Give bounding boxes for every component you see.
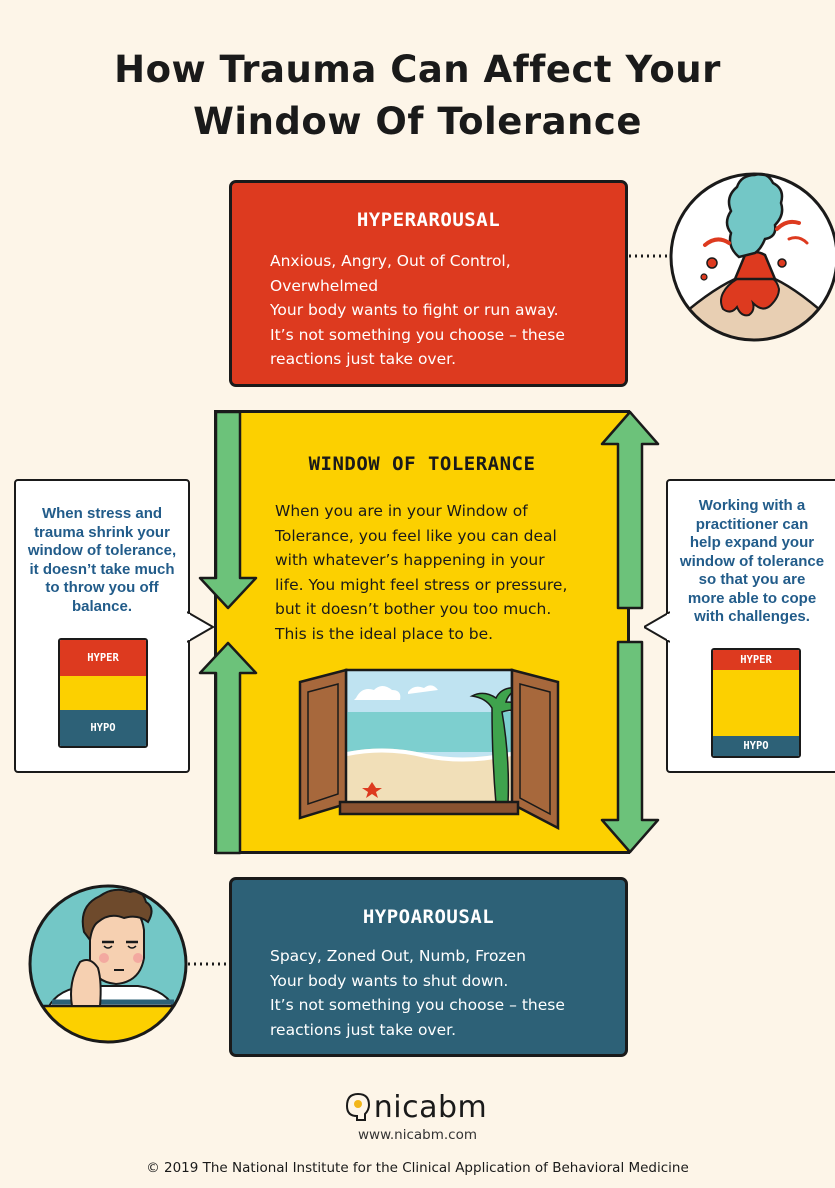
right-bar-window-segment bbox=[713, 670, 799, 736]
left-bar-hyper-label: HYPER bbox=[60, 640, 146, 676]
hypoarousal-panel: HYPOAROUSAL Spacy, Zoned Out, Numb, Froz… bbox=[229, 877, 628, 1057]
hyperarousal-heading: HYPERAROUSAL bbox=[356, 209, 501, 231]
hyperarousal-line: It’s not something you choose – these bbox=[270, 325, 565, 344]
left-bar-hypo-label: HYPO bbox=[60, 710, 146, 746]
window-of-tolerance-panel: WINDOW OF TOLERANCE When you are in your… bbox=[214, 410, 630, 854]
window-of-tolerance-heading: WINDOW OF TOLERANCE bbox=[308, 453, 536, 475]
left-callout-line: window of tolerance, bbox=[27, 542, 177, 559]
right-callout-line: window of tolerance bbox=[679, 552, 825, 570]
hypoarousal-line: It’s not something you choose – these bbox=[270, 996, 565, 1014]
left-callout-text: When stress and trauma shrink your windo… bbox=[16, 505, 188, 616]
window-line: life. You might feel stress or pressure, bbox=[275, 575, 568, 594]
hypoarousal-line: Your body wants to shut down. bbox=[270, 971, 509, 990]
right-arrows bbox=[600, 410, 660, 854]
hyperarousal-line: reactions just take over. bbox=[270, 350, 457, 368]
right-callout-line: with challenges. bbox=[694, 608, 810, 625]
volcano-icon bbox=[629, 172, 835, 342]
hypoarousal-line: reactions just take over. bbox=[270, 1020, 457, 1039]
window-line: with whatever’s happening in your bbox=[275, 551, 545, 569]
hypoarousal-description: Spacy, Zoned Out, Numb, Frozen Your body… bbox=[270, 944, 565, 1042]
arrow-down-icon bbox=[198, 410, 258, 610]
left-bar-window-segment bbox=[60, 676, 146, 710]
hypoarousal-heading: HYPOAROUSAL bbox=[362, 906, 495, 928]
title-line-2: Window Of Tolerance bbox=[193, 100, 642, 143]
left-callout: When stress and trauma shrink your windo… bbox=[14, 479, 190, 773]
arrow-down-icon bbox=[600, 640, 660, 854]
right-callout-line: more able to cope bbox=[687, 589, 817, 607]
copyright-notice: © 2019 The National Institute for the Cl… bbox=[146, 1160, 689, 1176]
left-callout-line: to throw you off bbox=[45, 579, 159, 596]
website-url: www.nicabm.com bbox=[357, 1127, 478, 1143]
left-tolerance-bar: HYPER HYPO bbox=[58, 638, 148, 748]
right-bar-hyper-label: HYPER bbox=[713, 650, 799, 670]
left-arrows bbox=[198, 410, 258, 855]
window-line: but it doesn’t bother you too much. bbox=[275, 600, 552, 618]
hyperarousal-panel: HYPERAROUSAL Anxious, Angry, Out of Cont… bbox=[229, 180, 628, 387]
right-callout-line: Working with a bbox=[698, 497, 806, 514]
right-callout-text: Working with a practitioner can help exp… bbox=[664, 497, 835, 627]
hyperarousal-line: Overwhelmed bbox=[270, 276, 379, 295]
arrow-up-icon bbox=[198, 641, 258, 855]
left-callout-line: balance. bbox=[71, 597, 133, 615]
window-of-tolerance-description: When you are in your Window of Tolerance… bbox=[275, 499, 567, 646]
lightbulb-head-logo-icon bbox=[345, 1092, 371, 1121]
title-line-1: How Trauma Can Affect Your bbox=[114, 48, 721, 91]
left-callout-line: When stress and bbox=[41, 505, 163, 522]
left-callout-line: it doesn’t take much bbox=[29, 560, 175, 578]
arrow-up-icon bbox=[600, 410, 660, 610]
window-line: This is the ideal place to be. bbox=[275, 624, 494, 643]
hyperarousal-line: Anxious, Angry, Out of Control, bbox=[270, 252, 511, 270]
window-line: Tolerance, you feel like you can deal bbox=[275, 526, 557, 545]
right-callout-pointer bbox=[644, 611, 670, 643]
right-bar-hypo-label: HYPO bbox=[713, 736, 799, 756]
window-illustration-icon bbox=[298, 668, 560, 830]
hypoarousal-line: Spacy, Zoned Out, Numb, Frozen bbox=[270, 947, 526, 965]
right-callout-line: so that you are bbox=[698, 571, 806, 588]
right-callout-line: practitioner can bbox=[695, 515, 809, 533]
hyperarousal-description: Anxious, Angry, Out of Control, Overwhel… bbox=[270, 249, 565, 372]
window-line: When you are in your Window of bbox=[275, 502, 528, 520]
logo-text: nicabm bbox=[373, 1090, 488, 1125]
left-callout-line: trauma shrink your bbox=[34, 523, 170, 541]
hyperarousal-line: Your body wants to fight or run away. bbox=[270, 301, 559, 319]
right-tolerance-bar: HYPER HYPO bbox=[711, 648, 801, 758]
right-callout: Working with a practitioner can help exp… bbox=[666, 479, 835, 773]
left-callout-pointer bbox=[187, 611, 216, 643]
right-callout-line: help expand your bbox=[689, 534, 815, 551]
person-zoned-out-icon bbox=[28, 884, 230, 1044]
